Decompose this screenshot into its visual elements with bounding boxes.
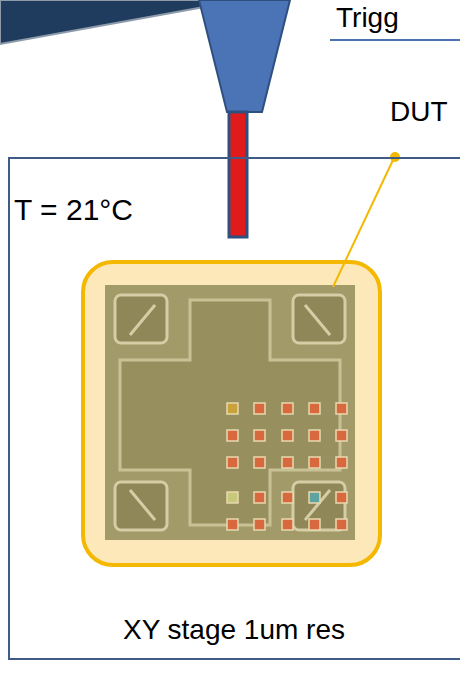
probe-pad	[336, 403, 347, 414]
probe-pad	[254, 430, 265, 441]
leader-line	[333, 160, 393, 287]
probe-pad	[309, 457, 320, 468]
temperature-label: T = 21°C	[14, 193, 133, 228]
corner-pads	[115, 295, 345, 530]
probe-pad	[309, 430, 320, 441]
probe-pad	[282, 430, 293, 441]
probe-tip	[229, 112, 247, 237]
probe-pad	[254, 457, 265, 468]
probe-pad	[227, 519, 238, 530]
probe-pad	[309, 492, 320, 503]
dut-frame	[83, 262, 380, 565]
probe-pad	[227, 492, 238, 503]
probe-pad	[227, 430, 238, 441]
header-swoosh	[0, 0, 214, 44]
chip-die	[105, 285, 355, 540]
chip-photo	[105, 285, 355, 540]
title-underline	[330, 39, 460, 41]
stage-box: T = 21°C XY stage 1um res	[8, 157, 460, 660]
probe-pad	[254, 492, 265, 503]
probe-pad	[309, 403, 320, 414]
stage-label: XY stage 1um res	[123, 614, 345, 646]
probe-pad	[309, 519, 320, 530]
probe-pad	[282, 519, 293, 530]
probe-body	[199, 0, 290, 112]
probe-pad	[227, 403, 238, 414]
probe-pad	[282, 492, 293, 503]
pad-traces	[130, 305, 330, 520]
probe-pad	[282, 457, 293, 468]
probe-pad	[227, 457, 238, 468]
probe-pad	[336, 457, 347, 468]
probe-pad	[254, 519, 265, 530]
probe-pad	[254, 403, 265, 414]
probe-pad	[336, 492, 347, 503]
probe-pad	[336, 519, 347, 530]
dut-label: DUT	[390, 96, 448, 128]
probe-grid	[227, 403, 347, 530]
title-text: Trigg	[336, 2, 399, 34]
probe-pad	[282, 403, 293, 414]
probe-pad	[336, 430, 347, 441]
